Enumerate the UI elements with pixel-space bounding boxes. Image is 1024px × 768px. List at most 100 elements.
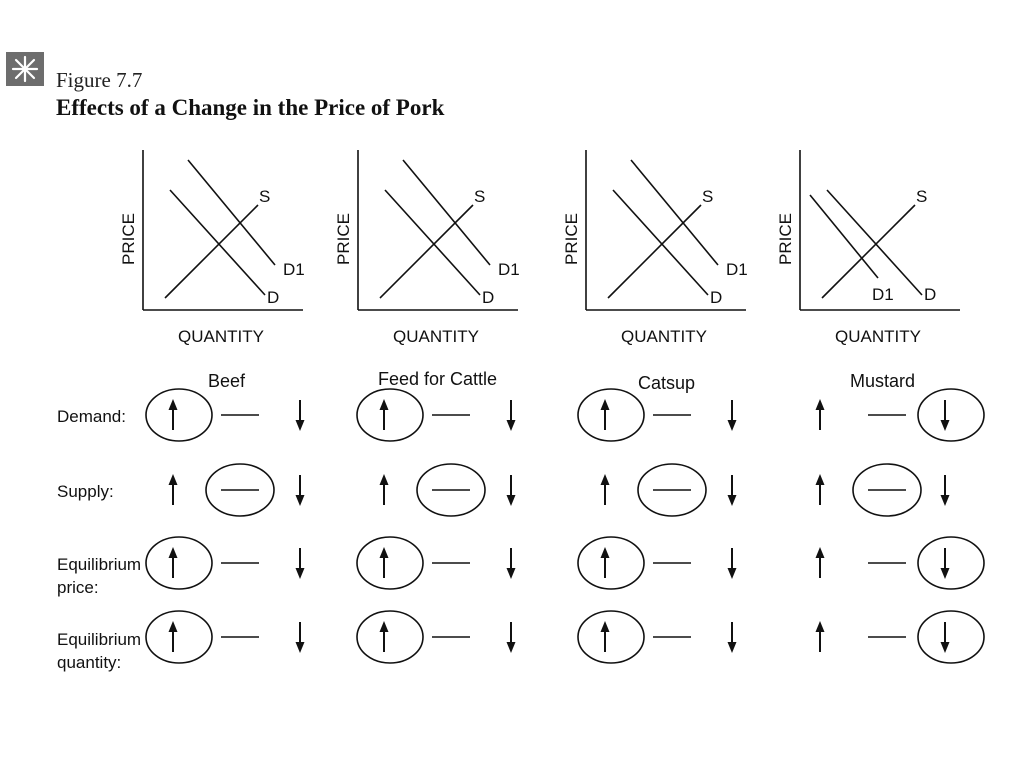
up-arrow-icon: [815, 399, 825, 430]
demand-curve: [826, 189, 923, 296]
down-arrow-icon: [940, 622, 950, 653]
asterisk-icon: [11, 55, 39, 83]
up-arrow-icon: [168, 474, 178, 505]
answer-cell: [577, 388, 737, 442]
column-header-catsup: Catsup: [638, 373, 696, 393]
answer-circle: [917, 536, 985, 590]
new-demand-label: D1: [498, 260, 520, 279]
supply-curve: [821, 204, 916, 299]
answer-cell: [145, 536, 305, 590]
answer-circle: [356, 610, 424, 664]
down-arrow-icon: [506, 548, 516, 579]
answer-circle: [145, 536, 213, 590]
answer-circle: [917, 388, 985, 442]
graph-3: S D1D PRICE QUANTITY: [562, 150, 748, 346]
figure-number: Figure 7.7: [56, 68, 143, 92]
answer-circle: [416, 463, 486, 517]
x-axis-label: QUANTITY: [621, 327, 707, 346]
up-arrow-icon: [600, 474, 610, 505]
down-arrow-icon: [295, 622, 305, 653]
answer-cell: [379, 463, 516, 517]
up-arrow-icon: [815, 547, 825, 578]
row-label-demand: Demand:: [57, 407, 126, 426]
down-arrow-icon: [727, 548, 737, 579]
answer-cell: [815, 388, 985, 442]
up-arrow-icon: [600, 547, 610, 578]
down-arrow-icon: [727, 475, 737, 506]
x-axis-label: QUANTITY: [835, 327, 921, 346]
up-arrow-icon: [379, 621, 389, 652]
answer-cell: [356, 536, 516, 590]
up-arrow-icon: [168, 399, 178, 430]
down-arrow-icon: [727, 400, 737, 431]
down-arrow-icon: [940, 548, 950, 579]
demand-curve: [384, 189, 481, 296]
y-axis-label: PRICE: [776, 213, 795, 265]
answer-cell: [168, 463, 305, 517]
up-arrow-icon: [600, 399, 610, 430]
answer-circle: [205, 463, 275, 517]
supply-curve: [607, 204, 702, 299]
column-header-beef: Beef: [208, 371, 246, 391]
up-arrow-icon: [379, 399, 389, 430]
new-demand-curve: [187, 159, 276, 266]
answer-circle: [356, 536, 424, 590]
answer-circle: [577, 536, 645, 590]
answer-cell: [577, 610, 737, 664]
down-arrow-icon: [295, 548, 305, 579]
new-demand-curve: [402, 159, 491, 266]
down-arrow-icon: [940, 475, 950, 506]
down-arrow-icon: [506, 400, 516, 431]
demand-label: D: [710, 288, 722, 307]
up-arrow-icon: [168, 621, 178, 652]
answer-cell: [815, 463, 950, 517]
column-header-mustard: Mustard: [850, 371, 916, 391]
supply-label: S: [259, 187, 270, 206]
new-demand-curve: [809, 194, 879, 279]
answer-cell: [356, 610, 516, 664]
up-arrow-icon: [168, 547, 178, 578]
answer-cell: [577, 536, 737, 590]
answer-cell: [145, 610, 305, 664]
y-axis-label: PRICE: [119, 213, 138, 265]
up-arrow-icon: [379, 474, 389, 505]
graphs-panel: SD1DPRICEQUANTITYSD1DPRICEQUANTITYSD1DPR…: [119, 150, 960, 346]
figure-badge: [6, 52, 44, 86]
demand-label: D: [482, 288, 494, 307]
answer-circle: [145, 388, 213, 442]
answer-circle: [577, 388, 645, 442]
demand-label: D: [924, 285, 936, 304]
answer-circle: [356, 388, 424, 442]
answer-cell: [815, 536, 985, 590]
down-arrow-icon: [727, 622, 737, 653]
new-demand-label: D1: [726, 260, 748, 279]
answer-cell: [815, 610, 985, 664]
graph-1: S D1D PRICE QUANTITY: [119, 150, 305, 346]
up-arrow-icon: [815, 621, 825, 652]
new-demand-curve: [630, 159, 719, 266]
up-arrow-icon: [815, 474, 825, 505]
row-label-supply: Supply:: [57, 482, 114, 501]
demand-curve: [612, 189, 709, 296]
answer-circle: [852, 463, 922, 517]
answer-cell: [600, 463, 737, 517]
answer-circle: [917, 610, 985, 664]
y-axis-label: PRICE: [562, 213, 581, 265]
y-axis-label: PRICE: [334, 213, 353, 265]
supply-label: S: [474, 187, 485, 206]
down-arrow-icon: [295, 475, 305, 506]
answer-cell: [356, 388, 516, 442]
up-arrow-icon: [379, 547, 389, 578]
supply-curve: [164, 204, 259, 299]
down-arrow-icon: [506, 622, 516, 653]
new-demand-label: D1: [872, 285, 894, 304]
demand-label: D: [267, 288, 279, 307]
supply-label: S: [702, 187, 713, 206]
x-axis-label: QUANTITY: [178, 327, 264, 346]
up-arrow-icon: [600, 621, 610, 652]
new-demand-label: D1: [283, 260, 305, 279]
